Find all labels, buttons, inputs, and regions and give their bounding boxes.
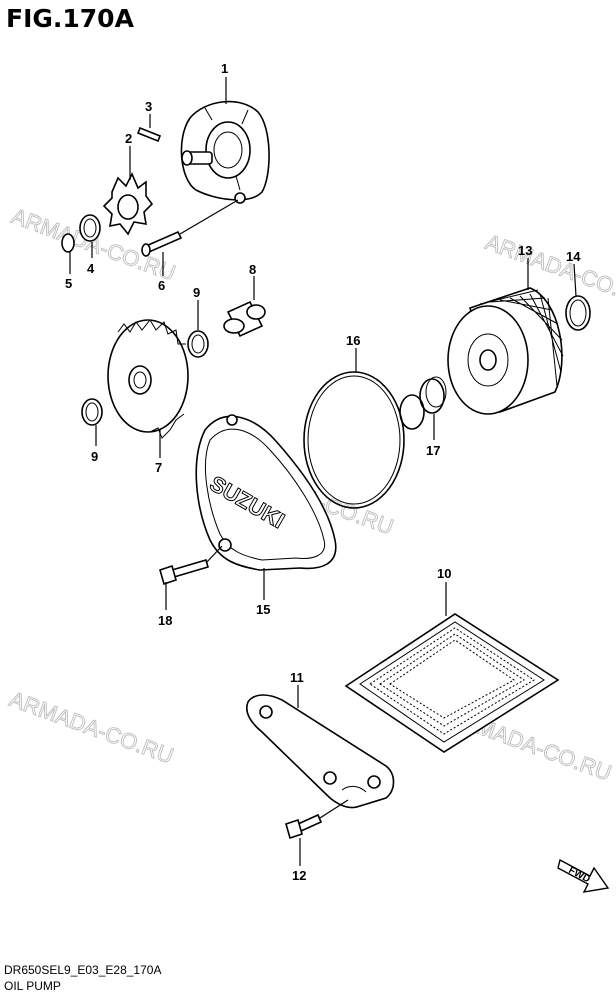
label-8: 8 [249, 262, 256, 277]
label-14: 14 [566, 249, 581, 264]
part-3-pin [136, 126, 162, 143]
label-17: 17 [426, 443, 440, 458]
part-18-bolt [159, 559, 209, 586]
part-9-washer-upper [187, 330, 209, 358]
label-1: 1 [221, 61, 228, 76]
part-8-shaft [223, 300, 266, 338]
label-10: 10 [437, 566, 451, 581]
label-9-lower: 9 [91, 449, 98, 464]
part-1-pump-body [180, 100, 270, 204]
part-9-washer-lower [81, 398, 103, 426]
label-9-upper: 9 [193, 285, 200, 300]
figure-title: FIG.170A [6, 4, 134, 33]
diagram-name: OIL PUMP [4, 979, 61, 993]
fwd-arrow: FWD [557, 858, 610, 893]
label-12: 12 [292, 868, 306, 883]
part-5-circlip [61, 233, 75, 253]
part-17-ring [399, 376, 447, 430]
label-5: 5 [65, 276, 72, 291]
part-4-washer [79, 214, 101, 242]
part-10-oil-strainer [344, 613, 560, 753]
label-13: 13 [518, 243, 532, 258]
label-18: 18 [158, 613, 172, 628]
label-2: 2 [125, 131, 132, 146]
diagram-code: DR650SEL9_E03_E28_170A [4, 963, 162, 977]
part-15-cover: SUZUKI [195, 414, 337, 571]
watermark-4: ARMADA-CO.RU [6, 686, 177, 768]
part-14-o-ring [565, 295, 591, 331]
footer: DR650SEL9_E03_E28_170A OIL PUMP [4, 962, 161, 994]
part-labels: 1 2 3 4 5 6 7 8 9 9 10 11 12 13 14 15 16… [65, 61, 581, 883]
part-6-screw [141, 230, 183, 257]
label-6: 6 [158, 278, 165, 293]
label-16: 16 [346, 333, 360, 348]
label-3: 3 [145, 99, 152, 114]
part-7-driven-gear [107, 319, 189, 439]
fwd-label: FWD [567, 865, 592, 885]
part-2-gear [102, 172, 154, 236]
part-16-o-ring [303, 371, 405, 509]
part-13-oil-filter [447, 287, 564, 415]
label-4: 4 [87, 261, 95, 276]
label-15: 15 [256, 602, 270, 617]
part-11-plate [246, 694, 395, 809]
label-11: 11 [290, 670, 304, 685]
part-12-bolt [285, 813, 323, 840]
label-7: 7 [155, 460, 162, 475]
leader-lines [69, 77, 577, 866]
